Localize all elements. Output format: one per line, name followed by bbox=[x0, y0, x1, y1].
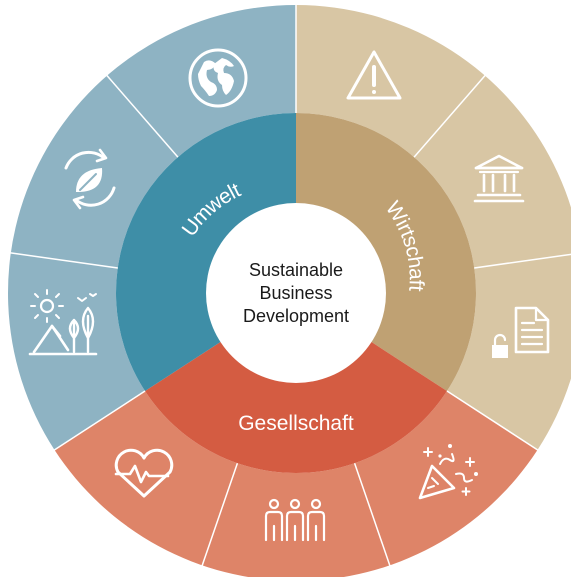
outer-divider-4 bbox=[353, 462, 392, 568]
heart-pulse-icon bbox=[114, 448, 174, 498]
center-title-line-3: Development bbox=[243, 306, 349, 326]
inner-segment-umwelt bbox=[115, 113, 296, 392]
warning-icon bbox=[346, 50, 402, 100]
center-title-line-2: Business bbox=[259, 283, 332, 303]
party-popper-icon bbox=[418, 444, 478, 500]
outer-divider-3 bbox=[446, 390, 540, 452]
outer-divider-8 bbox=[105, 73, 179, 158]
segment-dividers bbox=[8, 3, 571, 568]
recycle-leaf-icon bbox=[64, 148, 116, 210]
inner-ring bbox=[115, 113, 476, 473]
outer-divider-1 bbox=[413, 73, 487, 158]
pillar-label-gesellschaft: Gesellschaft bbox=[238, 412, 354, 435]
people-group-icon bbox=[264, 498, 326, 542]
globe-icon bbox=[188, 48, 248, 108]
outer-segment-wirtschaft bbox=[296, 5, 571, 450]
outer-ring bbox=[8, 5, 571, 577]
outer-divider-6 bbox=[52, 390, 146, 452]
outer-divider-5 bbox=[200, 462, 239, 568]
inner-segment-wirtschaft bbox=[296, 113, 476, 392]
inner-segment-gesellschaft bbox=[145, 340, 447, 473]
outer-segment-gesellschaft bbox=[54, 391, 538, 577]
outer-divider-2 bbox=[474, 253, 571, 269]
outer-divider-7 bbox=[8, 251, 118, 269]
bank-icon bbox=[473, 154, 525, 203]
outer-segment-umwelt bbox=[8, 5, 296, 450]
landscape-icon bbox=[28, 289, 98, 356]
document-lock-icon bbox=[492, 306, 550, 358]
center-circle bbox=[206, 203, 386, 383]
center-title-line-1: Sustainable bbox=[249, 260, 343, 280]
